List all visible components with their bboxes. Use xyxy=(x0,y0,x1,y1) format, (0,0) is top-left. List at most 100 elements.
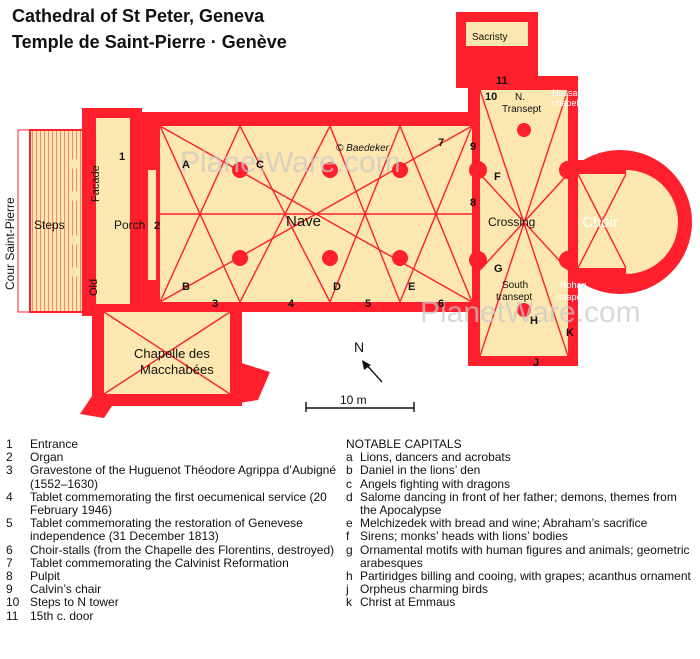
label-street: Cour Saint-Pierre xyxy=(3,197,17,290)
legend-item: f Sirens; monks’ heads with lions’ bodies xyxy=(346,530,696,543)
marker-e: E xyxy=(408,281,415,293)
legend-key: 2 xyxy=(6,450,13,465)
marker-c: C xyxy=(256,159,264,171)
legend-text: Organ xyxy=(30,450,64,465)
legend-text: Tablet commemorating the restoration of … xyxy=(30,516,303,544)
north-arrow: N xyxy=(354,339,383,383)
legend-text: Lions, dancers and acrobats xyxy=(360,450,511,465)
legend-text: Ornamental motifs with human figures and… xyxy=(360,542,690,570)
marker-j: J xyxy=(533,357,539,369)
label-nassau-2: chapel xyxy=(552,98,579,108)
marker-b: B xyxy=(182,281,190,293)
watermark: PlanetWare.com xyxy=(180,146,401,179)
legend-text: Daniel in the lions’ den xyxy=(360,463,481,478)
marker-f: F xyxy=(494,171,501,183)
legend-key: 5 xyxy=(6,516,13,531)
legend-text: Salome dancing in front of her father; d… xyxy=(360,489,677,518)
legend-key: 6 xyxy=(6,542,13,557)
legend-item: g Ornamental motifs with human figures an… xyxy=(346,542,696,570)
label-chapelle-1: Chapelle des xyxy=(134,346,210,361)
label-porch: Porch xyxy=(114,218,145,232)
floor xyxy=(96,22,678,394)
marker-7: 7 xyxy=(438,137,444,149)
legend-key: 11 xyxy=(6,608,19,623)
scale-label: 10 m xyxy=(340,393,367,407)
legend-capitals: NOTABLE CAPITALS a Lions, dancers and acr… xyxy=(346,437,696,610)
legend-item: a Lions, dancers and acrobats xyxy=(346,451,696,464)
label-south-2: transept xyxy=(496,292,532,303)
legend-text: Angels fighting with dragons xyxy=(360,476,511,491)
legend-item: 11 15th c. door xyxy=(6,608,336,623)
legend-key: 8 xyxy=(6,569,13,584)
legend-text: Orpheus charming birds xyxy=(360,582,489,597)
marker-5: 5 xyxy=(365,298,371,310)
marker-a: A xyxy=(182,159,190,171)
legend-capitals-heading: NOTABLE CAPITALS xyxy=(346,437,462,451)
label-nave: Nave xyxy=(286,213,321,230)
legend-text: Sirens; monks’ heads with lions’ bodies xyxy=(360,529,568,544)
legend-text: Steps to N tower xyxy=(30,595,119,610)
marker-1: 1 xyxy=(119,151,125,163)
legend-key: g xyxy=(346,542,353,557)
north-label: N xyxy=(354,339,364,355)
legend-item: 2 Organ xyxy=(6,451,336,464)
label-south-1: South xyxy=(502,280,528,291)
map-subtitle: Temple de Saint-Pierre · Genève xyxy=(12,32,287,52)
legend-text: 15th c. door xyxy=(30,608,94,623)
label-rohan-2: chapel xyxy=(557,292,584,302)
legend-key: b xyxy=(346,463,353,478)
street-edge xyxy=(17,129,31,313)
label-copyright: © Baedeker xyxy=(336,143,390,154)
marker-g: G xyxy=(494,263,503,275)
legend-key: 3 xyxy=(6,463,13,478)
legend-key: e xyxy=(346,516,353,531)
legend-text: Choir-stalls (from the Chapelle des Flor… xyxy=(30,542,335,557)
floor-plan: PlanetWare.com PlanetWare.com Cour Saint… xyxy=(3,12,692,418)
label-facade: Facade xyxy=(90,165,102,202)
legend-key: a xyxy=(346,450,353,465)
legend-item: 10 Steps to N tower xyxy=(6,596,336,609)
marker-9: 9 xyxy=(470,141,476,153)
marker-k: K xyxy=(566,327,574,339)
west-doors xyxy=(69,159,79,277)
legend-text: Christ at Emmaus xyxy=(360,595,456,610)
legend-item: 6 Choir-stalls (from the Chapelle des Flo… xyxy=(6,542,336,557)
legend-key: 7 xyxy=(6,555,13,570)
marker-3: 3 xyxy=(212,298,218,310)
label-rohan-1: Rohan xyxy=(560,280,587,290)
pillars xyxy=(232,123,577,317)
label-steps: Steps xyxy=(34,218,65,232)
label-choir: Choir xyxy=(582,214,618,231)
legend-key: 4 xyxy=(6,489,13,504)
marker-10: 10 xyxy=(485,91,497,103)
label-crossing: Crossing xyxy=(488,215,535,229)
legend-text: Calvin’s chair xyxy=(30,582,102,597)
marker-6: 6 xyxy=(438,298,444,310)
legend-text: Entrance xyxy=(30,437,79,451)
legend-text: Gravestone of the Huguenot Théodore Agri… xyxy=(30,463,336,491)
marker-d: D xyxy=(333,281,341,293)
label-chapelle-2: Macchabées xyxy=(140,362,214,377)
legend-key: 10 xyxy=(6,595,20,610)
legend-key: f xyxy=(346,529,350,544)
marker-2: 2 xyxy=(154,220,160,232)
marker-h: H xyxy=(530,315,538,327)
legend-key: 9 xyxy=(6,582,13,597)
legend-text: Tablet commemorating the Calvinist Refor… xyxy=(30,555,289,570)
legend-key: 1 xyxy=(6,437,13,451)
legend-text: Pulpit xyxy=(30,569,61,584)
legend-key: j xyxy=(346,582,349,597)
legend-item: 8 Pulpit xyxy=(6,569,336,584)
label-old: Old xyxy=(88,279,100,296)
watermark-2: PlanetWare.com xyxy=(420,296,641,329)
map-title: Cathedral of St Peter, Geneva xyxy=(12,6,265,26)
legend-numbers: 1 Entrance 2 Organ 3 Gravestone of the Huguen… xyxy=(6,437,336,623)
legend-item: b Daniel in the lions’ den xyxy=(346,464,696,477)
legend-item: 9 Calvin’s chair xyxy=(6,583,336,596)
legend-text: Partiridges billing and cooing, with gra… xyxy=(360,569,691,584)
legend-item: 1 Entrance xyxy=(6,437,336,451)
